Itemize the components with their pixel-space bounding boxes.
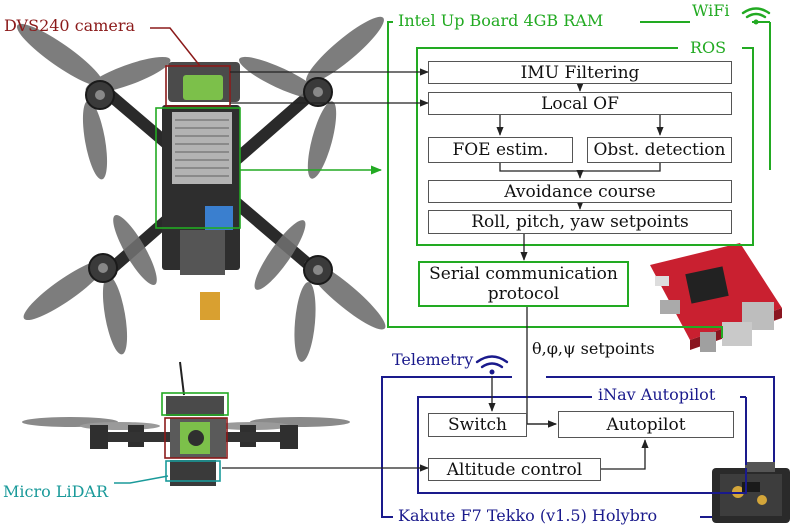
kakute-board-photo: [712, 462, 790, 523]
telemetry-icon: [475, 355, 509, 375]
kakute-frame: [381, 376, 775, 518]
serial-protocol-block: Serial communication protocol: [418, 261, 629, 307]
serial-line-2: protocol: [487, 284, 560, 304]
camera-label: DVS240 camera: [4, 16, 136, 35]
ros-label: ROS: [690, 38, 727, 57]
altitude-control-block: Altitude control: [428, 458, 601, 481]
camera-leader-line: [150, 27, 201, 67]
up-board-photo: [650, 243, 782, 352]
obstacle-detection-block: Obst. detection: [587, 137, 732, 163]
autopilot-block: Autopilot: [558, 411, 734, 438]
inav-frame: [417, 396, 747, 494]
drone-side-view: [22, 361, 350, 486]
arrow-serial-autopilot: [526, 307, 557, 428]
arrow-altitude-autopilot: [601, 439, 649, 470]
foe-estimation-block: FOE estim.: [428, 137, 573, 163]
lidar-label: Micro LiDAR: [3, 482, 108, 501]
rpy-setpoints-block: Roll, pitch, yaw setpoints: [428, 210, 732, 234]
lidar-leader-line: [114, 475, 169, 484]
local-of-block: Local OF: [428, 92, 732, 115]
inav-label: iNav Autopilot: [598, 385, 716, 404]
ros-frame: [416, 47, 754, 246]
switch-block: Switch: [428, 413, 527, 437]
telemetry-label: Telemetry: [392, 350, 474, 369]
wifi-icon: [741, 7, 771, 25]
kakute-label: Kakute F7 Tekko (v1.5) Holybro: [398, 506, 658, 525]
avoidance-course-block: Avoidance course: [428, 180, 732, 203]
wifi-label: WiFi: [692, 1, 730, 20]
setpoints-label: θ,φ,ψ setpoints: [532, 339, 655, 358]
up-board-frame: [387, 21, 771, 338]
up-board-title: Intel Up Board 4GB RAM: [398, 11, 604, 30]
imu-filtering-block: IMU Filtering: [428, 61, 732, 84]
drone-top-view: [16, 16, 386, 362]
serial-line-1: Serial communication: [429, 263, 618, 284]
arrow-join-avoidance: [499, 163, 661, 172]
